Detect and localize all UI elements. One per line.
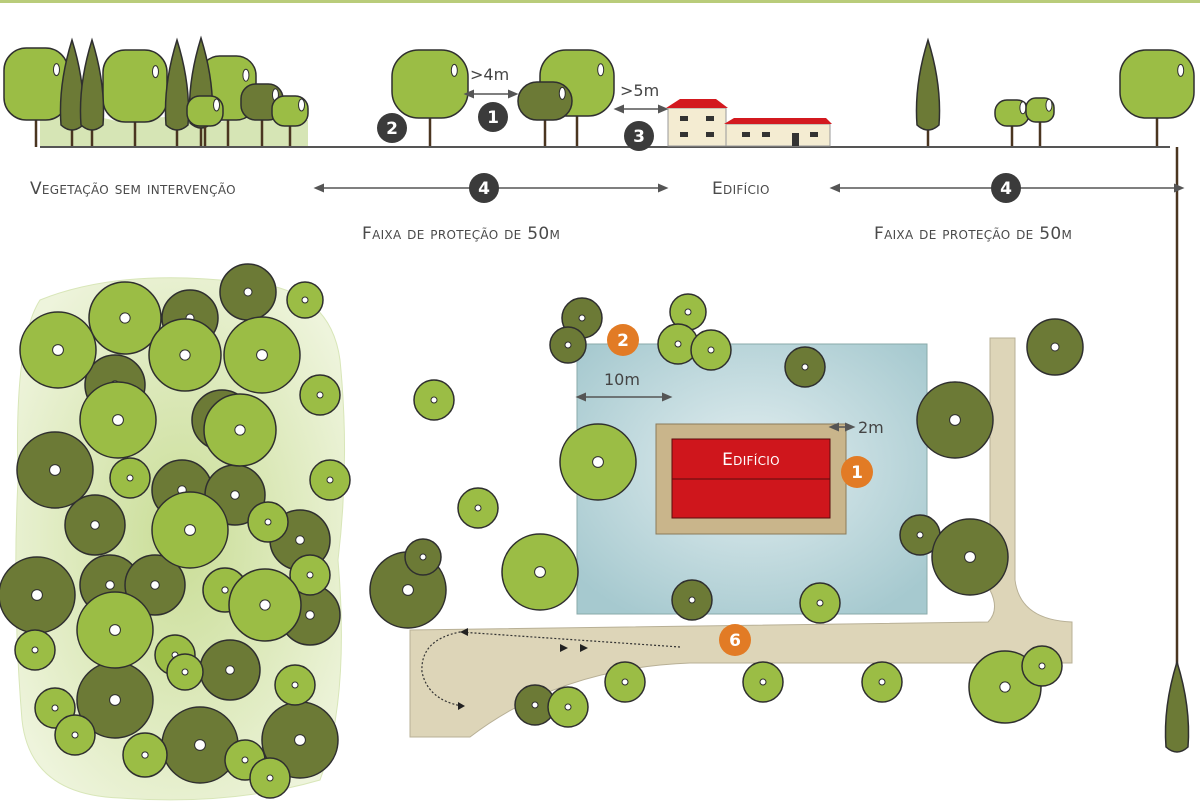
light-tree-canopy xyxy=(799,582,841,624)
light-tree-canopy xyxy=(299,374,341,416)
broadleaf-tree xyxy=(517,81,573,147)
light-tree-canopy xyxy=(413,379,455,421)
light-tree-canopy xyxy=(286,281,324,319)
light-tree-canopy xyxy=(247,501,289,543)
svg-text:6: 6 xyxy=(729,631,741,651)
section-view: >4m >5m 1 2 3 Vegetação sem intervenção … xyxy=(3,35,1195,753)
light-tree-canopy xyxy=(109,457,151,499)
dark-tree-canopy xyxy=(199,639,261,701)
dark-tree-canopy xyxy=(0,556,76,634)
dark-tree-canopy xyxy=(916,381,994,459)
house-elevation xyxy=(666,99,832,147)
light-tree-canopy xyxy=(547,686,589,728)
broadleaf-tree xyxy=(102,49,168,147)
light-tree-canopy xyxy=(249,757,291,799)
light-tree-canopy xyxy=(223,316,301,394)
svg-text:4: 4 xyxy=(1000,179,1012,199)
svg-text:1: 1 xyxy=(851,463,863,483)
light-tree-canopy xyxy=(457,487,499,529)
undergrowth xyxy=(40,115,308,146)
dark-tree-canopy xyxy=(931,518,1009,596)
badge-1-plan: 1 xyxy=(841,456,873,488)
light-tree-canopy xyxy=(54,714,96,756)
dark-tree-canopy xyxy=(404,538,442,576)
dim-label-2m: 2m xyxy=(858,418,884,437)
light-tree-canopy xyxy=(289,554,331,596)
badge-4-right: 4 xyxy=(991,173,1021,203)
cypress-tree xyxy=(1164,147,1190,753)
section-trees xyxy=(3,35,1195,753)
dark-tree-canopy xyxy=(671,579,713,621)
light-tree-canopy xyxy=(79,381,157,459)
svg-text:4: 4 xyxy=(478,179,490,199)
broadleaf-tree xyxy=(391,49,469,147)
label-band-left: Faixa de proteção de 50m xyxy=(362,224,560,244)
dim-label-5m: >5m xyxy=(620,81,659,100)
dark-tree-canopy xyxy=(161,706,239,784)
light-tree-canopy xyxy=(309,459,351,501)
dark-tree-canopy xyxy=(219,263,277,321)
light-tree-canopy xyxy=(604,661,646,703)
svg-text:3: 3 xyxy=(633,127,645,147)
cypress-tree xyxy=(915,37,941,147)
plan-view: Edifício 10m 2m 1 2 6 xyxy=(0,263,1084,801)
dark-tree-canopy xyxy=(124,554,186,616)
badge-4-left: 4 xyxy=(469,173,499,203)
broadleaf-tree xyxy=(271,95,309,147)
light-tree-canopy xyxy=(14,629,56,671)
cypress-tree xyxy=(79,37,105,147)
dark-tree-canopy xyxy=(76,661,154,739)
light-tree-canopy xyxy=(690,329,732,371)
badge-2-section: 2 xyxy=(377,113,407,143)
badge-1-section: 1 xyxy=(478,102,508,132)
label-vegetation: Vegetação sem intervenção xyxy=(30,179,236,199)
badge-3-section: 3 xyxy=(624,121,654,151)
label-band-right: Faixa de proteção de 50m xyxy=(874,224,1072,244)
cypress-tree xyxy=(164,37,190,147)
dark-tree-canopy xyxy=(549,326,587,364)
dark-tree-canopy xyxy=(1026,318,1084,376)
svg-text:2: 2 xyxy=(617,331,629,351)
badge-6-plan: 6 xyxy=(719,624,751,656)
light-tree-canopy xyxy=(861,661,903,703)
light-tree-canopy xyxy=(1021,645,1063,687)
dim-label-10m: 10m xyxy=(604,370,640,389)
svg-text:1: 1 xyxy=(487,108,499,128)
light-tree-canopy xyxy=(274,664,316,706)
label-building-section: Edifício xyxy=(712,179,770,199)
turning-path xyxy=(421,631,681,707)
light-tree-canopy xyxy=(203,393,277,467)
badge-2-plan: 2 xyxy=(607,324,639,356)
light-tree-canopy xyxy=(166,653,204,691)
top-border xyxy=(0,0,1200,3)
dark-tree-canopy xyxy=(261,701,339,779)
light-tree-canopy xyxy=(501,533,579,611)
broadleaf-tree xyxy=(994,99,1030,147)
dark-tree-canopy xyxy=(64,494,126,556)
broadleaf-tree xyxy=(186,95,224,147)
broadleaf-tree xyxy=(1025,97,1055,147)
light-tree-canopy xyxy=(88,281,162,355)
dark-tree-canopy xyxy=(16,431,94,509)
broadleaf-tree xyxy=(1119,49,1195,147)
light-tree-canopy xyxy=(742,661,784,703)
cypress-tree xyxy=(59,37,85,147)
light-tree-canopy xyxy=(228,568,302,642)
light-tree-canopy xyxy=(148,318,222,392)
dark-tree-canopy xyxy=(784,346,826,388)
plan-trees xyxy=(0,263,1084,799)
light-tree-canopy xyxy=(122,732,168,778)
light-tree-canopy xyxy=(19,311,97,389)
dim-label-4m: >4m xyxy=(470,65,509,84)
svg-text:2: 2 xyxy=(386,119,398,139)
light-tree-canopy xyxy=(559,423,637,501)
light-tree-canopy xyxy=(76,591,154,669)
light-tree-canopy xyxy=(151,491,229,569)
building-label-plan: Edifício xyxy=(722,450,780,470)
